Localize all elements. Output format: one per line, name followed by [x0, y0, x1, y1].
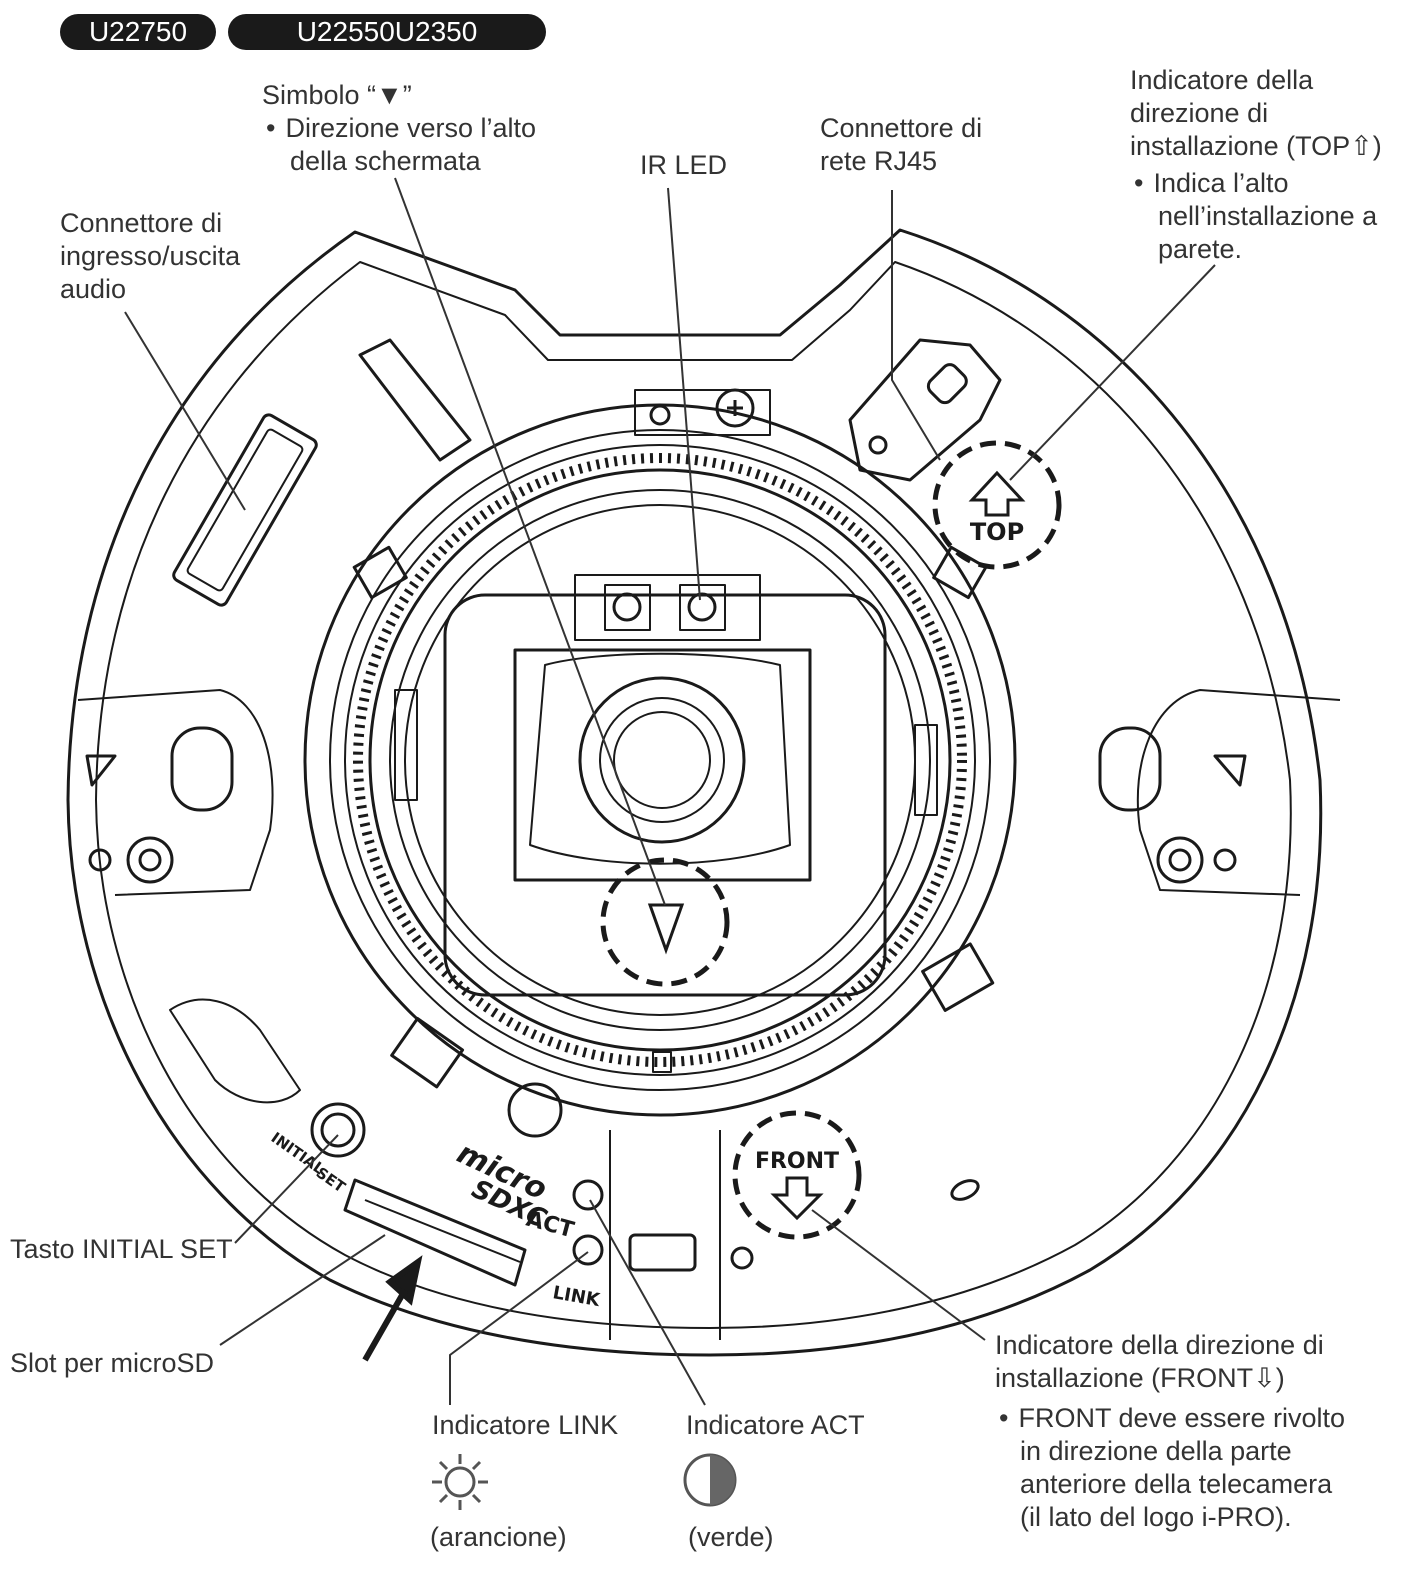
- front-arrow-icon: [770, 1176, 824, 1221]
- leader-ir-led: [667, 187, 701, 601]
- front-label-line2: installazione (FRONT⇩): [995, 1363, 1285, 1393]
- link-color-label: (arancione): [430, 1522, 567, 1552]
- leader-top: [1009, 264, 1216, 481]
- simbolo-bullet-cont: della schermata: [290, 146, 481, 176]
- leader-microsd: [219, 1234, 386, 1346]
- insert-arrow-icon: [362, 1255, 423, 1362]
- half-circle-led-icon: [683, 1453, 737, 1507]
- front-bullet-cont1: in direzione della parte: [1020, 1436, 1292, 1466]
- front-bullet-cont3: (il lato del logo i-PRO).: [1020, 1502, 1292, 1532]
- rj45-label-line2: rete RJ45: [820, 146, 938, 176]
- initial-set-label: Tasto INITIAL SET: [10, 1234, 233, 1264]
- audio-label-line1: Connettore di: [60, 208, 223, 238]
- front-bullet-cont2: anteriore della telecamera: [1020, 1469, 1333, 1499]
- leader-audio: [124, 311, 246, 511]
- link-device-mark: LINK: [551, 1282, 602, 1311]
- act-device-mark: ACT: [523, 1207, 576, 1244]
- rj45-label-line1: Connettore di: [820, 113, 983, 143]
- front-bullet-text: FRONT deve essere rivolto: [1018, 1403, 1346, 1433]
- act-color-label: (verde): [688, 1522, 774, 1552]
- microsd-label: Slot per microSD: [10, 1348, 215, 1378]
- ir-led-label: IR LED: [640, 150, 728, 180]
- model-badge-2: U22550U2350: [228, 14, 546, 50]
- audio-label-line2: ingresso/uscita: [60, 241, 241, 271]
- leader-front: [811, 1209, 986, 1341]
- front-device-mark: FRONT: [755, 1149, 839, 1174]
- top-bullet-text: Indica l’alto: [1153, 168, 1289, 198]
- sun-led-icon: [432, 1454, 488, 1510]
- simbolo-title: Simbolo “▼”: [262, 80, 412, 110]
- leader-act: [589, 1199, 706, 1406]
- top-label-line1: Indicatore della: [1130, 65, 1314, 95]
- top-bullet: Indica l’alto: [1134, 166, 1289, 200]
- top-arrow-icon: [968, 470, 1026, 517]
- top-label-line3: installazione (TOP⇧): [1130, 131, 1382, 161]
- leader-link: [449, 1251, 589, 1405]
- top-bullet-cont2: parete.: [1158, 234, 1243, 264]
- simbolo-bullet-text: Direzione verso l’alto: [285, 113, 537, 143]
- link-label: Indicatore LINK: [432, 1410, 619, 1440]
- model-badge-1: U22750: [60, 14, 216, 50]
- act-label: Indicatore ACT: [686, 1410, 865, 1440]
- down-triangle-icon: [647, 903, 685, 955]
- front-bullet: FRONT deve essere rivolto: [999, 1401, 1345, 1435]
- top-label-line2: direzione di: [1130, 98, 1269, 128]
- leader-initial-set: [234, 1134, 339, 1244]
- audio-label-line3: audio: [60, 274, 127, 304]
- simbolo-bullet: Direzione verso l’alto: [266, 111, 536, 145]
- leader-simbolo: [394, 177, 666, 906]
- front-label-line1: Indicatore della direzione di: [995, 1330, 1324, 1360]
- top-device-mark: TOP: [970, 518, 1024, 546]
- housing-outline: [66, 228, 1323, 1357]
- leader-rj45: [891, 190, 941, 461]
- top-bullet-cont1: nell’installazione a: [1158, 201, 1378, 231]
